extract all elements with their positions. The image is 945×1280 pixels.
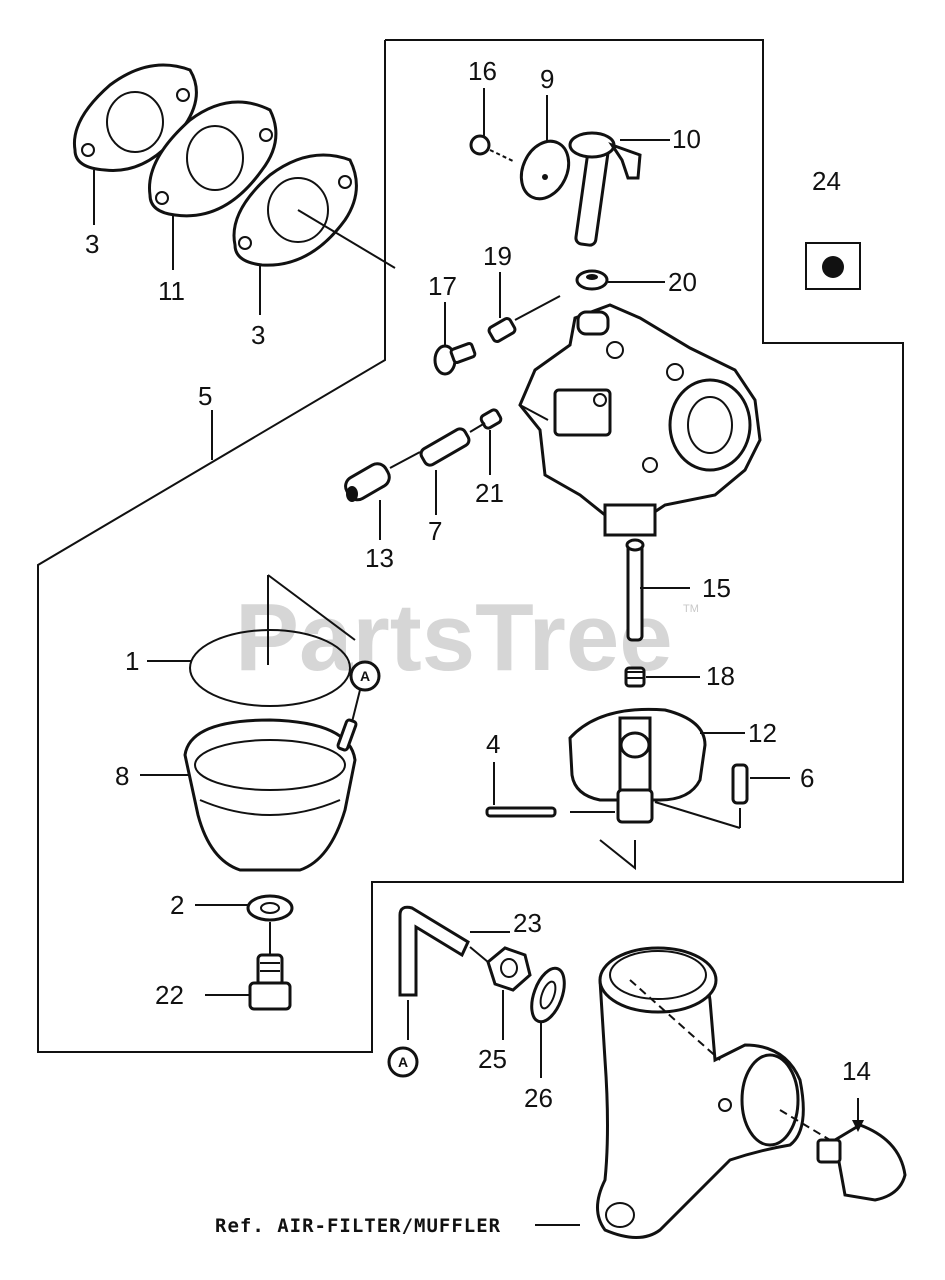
callout-12: 12 [748, 718, 777, 748]
callout-23: 23 [513, 908, 542, 938]
svg-text:A: A [360, 668, 370, 684]
reference-label: Ref. AIR-FILTER/MUFFLER [215, 1215, 501, 1237]
callout-1: 1 [125, 646, 139, 676]
intake-elbow [596, 946, 805, 1239]
leader-lines [93, 88, 790, 1226]
callout-17: 17 [428, 271, 457, 301]
screw-17 [433, 342, 477, 376]
float-bowl-8 [183, 718, 358, 872]
callout-3b: 3 [251, 320, 265, 350]
needle-7 [419, 427, 471, 467]
float-needle-6 [731, 763, 749, 828]
callout-9: 9 [540, 64, 554, 94]
choke-shaft-10 [568, 131, 642, 247]
choke-plate-9 [519, 139, 571, 201]
callout-4: 4 [486, 729, 500, 759]
watermark: PartsTree [235, 584, 673, 691]
washer-26 [530, 966, 566, 1024]
main-jet-18 [624, 666, 646, 688]
callout-13: 13 [365, 543, 394, 573]
connector-a-marker-top: A [349, 660, 381, 692]
callout-18: 18 [706, 661, 735, 691]
connector-a-marker-bottom: A [387, 1046, 419, 1078]
carburetor-body [518, 303, 762, 537]
seal-20 [575, 269, 609, 291]
callout-19: 19 [483, 241, 512, 271]
pilot-jet-21 [479, 408, 503, 430]
callouts: 1 2 3 3 4 5 6 7 8 9 10 11 12 13 14 15 16… [85, 56, 871, 1113]
assembly-boundary [37, 39, 904, 1053]
callout-10: 10 [672, 124, 701, 154]
watermark-trademark: TM [683, 603, 699, 615]
gasket-3-rear [232, 153, 358, 267]
drain-bolt-22 [248, 953, 292, 1011]
part-24-box [805, 242, 861, 290]
svg-text:A: A [398, 1054, 408, 1070]
callout-22: 22 [155, 980, 184, 1010]
callout-21: 21 [475, 478, 504, 508]
callout-5: 5 [198, 381, 212, 411]
callout-15: 15 [702, 573, 731, 603]
callout-11: 11 [158, 276, 185, 306]
bowl-gasket-1 [189, 629, 351, 707]
callout-6: 6 [800, 763, 814, 793]
part-24-ball [822, 256, 844, 278]
callout-25: 25 [478, 1044, 507, 1074]
float-12 [568, 707, 707, 824]
callout-24: 24 [812, 166, 841, 196]
callout-3a: 3 [85, 229, 99, 259]
callout-2: 2 [170, 890, 184, 920]
fitting-13 [344, 462, 391, 502]
callout-7: 7 [428, 516, 442, 546]
nut-25 [486, 946, 532, 992]
gasket-11-spacer [148, 100, 278, 218]
nozzle-15 [625, 538, 645, 642]
callout-26: 26 [524, 1083, 553, 1113]
callout-16: 16 [468, 56, 497, 86]
callout-20: 20 [668, 267, 697, 297]
spring-19 [487, 317, 517, 343]
float-pin-4 [485, 806, 557, 818]
screw-16 [469, 134, 516, 163]
sensor-14 [816, 1123, 907, 1202]
callout-14: 14 [842, 1056, 871, 1086]
tube-23 [398, 905, 470, 997]
washer-2 [246, 894, 294, 922]
callout-8: 8 [115, 761, 129, 791]
